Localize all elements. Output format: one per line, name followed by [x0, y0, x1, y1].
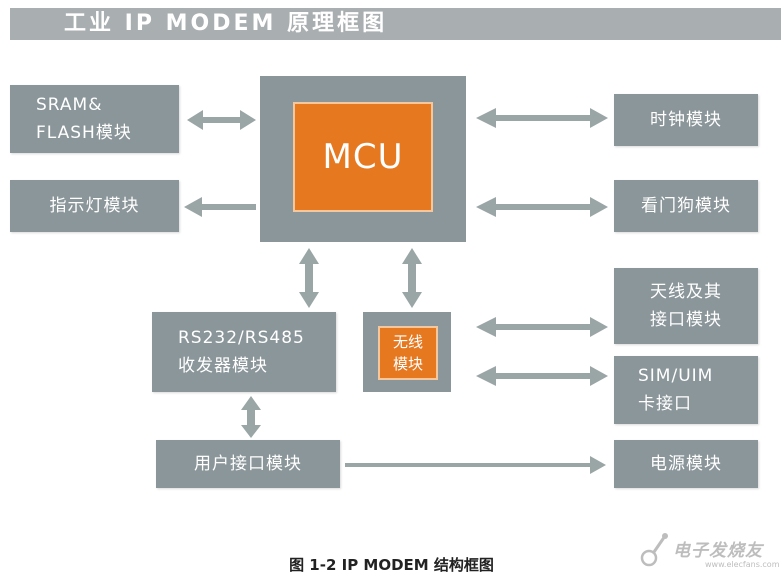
power-label: 电源模块	[650, 454, 722, 474]
sram-label-line2: FLASH模块	[36, 123, 132, 143]
watermark-text: 电子发烧友	[673, 541, 763, 561]
watchdog-module: 看门狗模块	[614, 180, 758, 232]
arrow-wireless-antenna	[476, 317, 608, 337]
arrow-mcu-indicator	[184, 197, 256, 217]
watermark-url: www.elecfans.com	[705, 560, 780, 569]
mcu-label: MCU	[322, 137, 404, 177]
arrow-mcu-watchdog	[476, 197, 608, 217]
figure-caption: 图 1-2 IP MODEM 结构框图	[289, 556, 494, 574]
sim-uim-module: SIM/UIM 卡接口	[614, 356, 758, 424]
arrow-wireless-sim	[476, 366, 608, 386]
user-interface-label: 用户接口模块	[194, 454, 302, 474]
user-interface-module: 用户接口模块	[156, 440, 340, 488]
antenna-label-line1: 天线及其	[650, 282, 722, 302]
arrow-mcu-rs232	[299, 248, 319, 308]
arrow-mcu-wireless	[402, 248, 422, 308]
wireless-module: 无线 模块	[378, 326, 438, 380]
sram-flash-module: SRAM& FLASH模块	[10, 85, 179, 153]
watermark-logo: 电子发烧友 www.elecfans.com	[635, 526, 780, 576]
indicator-module: 指示灯模块	[10, 180, 179, 232]
wireless-label-line1: 无线	[392, 333, 423, 351]
diagram-title: 工业 IP MODEM 原理框图	[64, 11, 388, 36]
arrow-user-power	[345, 456, 606, 474]
arrow-sram-mcu	[187, 110, 256, 130]
power-module: 电源模块	[614, 440, 758, 488]
wireless-label-line2: 模块	[392, 355, 423, 373]
clock-module: 时钟模块	[614, 94, 758, 146]
indicator-label: 指示灯模块	[49, 196, 140, 216]
arrow-mcu-clock	[476, 108, 608, 128]
mcu-block: MCU	[293, 102, 433, 212]
rs232-rs485-module: RS232/RS485 收发器模块	[152, 312, 336, 392]
sim-label-line2: 卡接口	[638, 394, 692, 414]
sram-label-line1: SRAM&	[36, 95, 103, 115]
watchdog-label: 看门狗模块	[641, 196, 731, 216]
antenna-module: 天线及其 接口模块	[614, 268, 758, 344]
title-bar: 工业 IP MODEM 原理框图	[10, 8, 781, 40]
antenna-label-line2: 接口模块	[650, 310, 722, 330]
sim-label-line1: SIM/UIM	[638, 366, 714, 386]
clock-label: 时钟模块	[650, 110, 722, 130]
rs-label-line1: RS232/RS485	[178, 328, 305, 348]
arrow-rs232-user	[241, 396, 261, 438]
rs-label-line2: 收发器模块	[178, 356, 268, 376]
watermark-icon	[640, 533, 668, 567]
